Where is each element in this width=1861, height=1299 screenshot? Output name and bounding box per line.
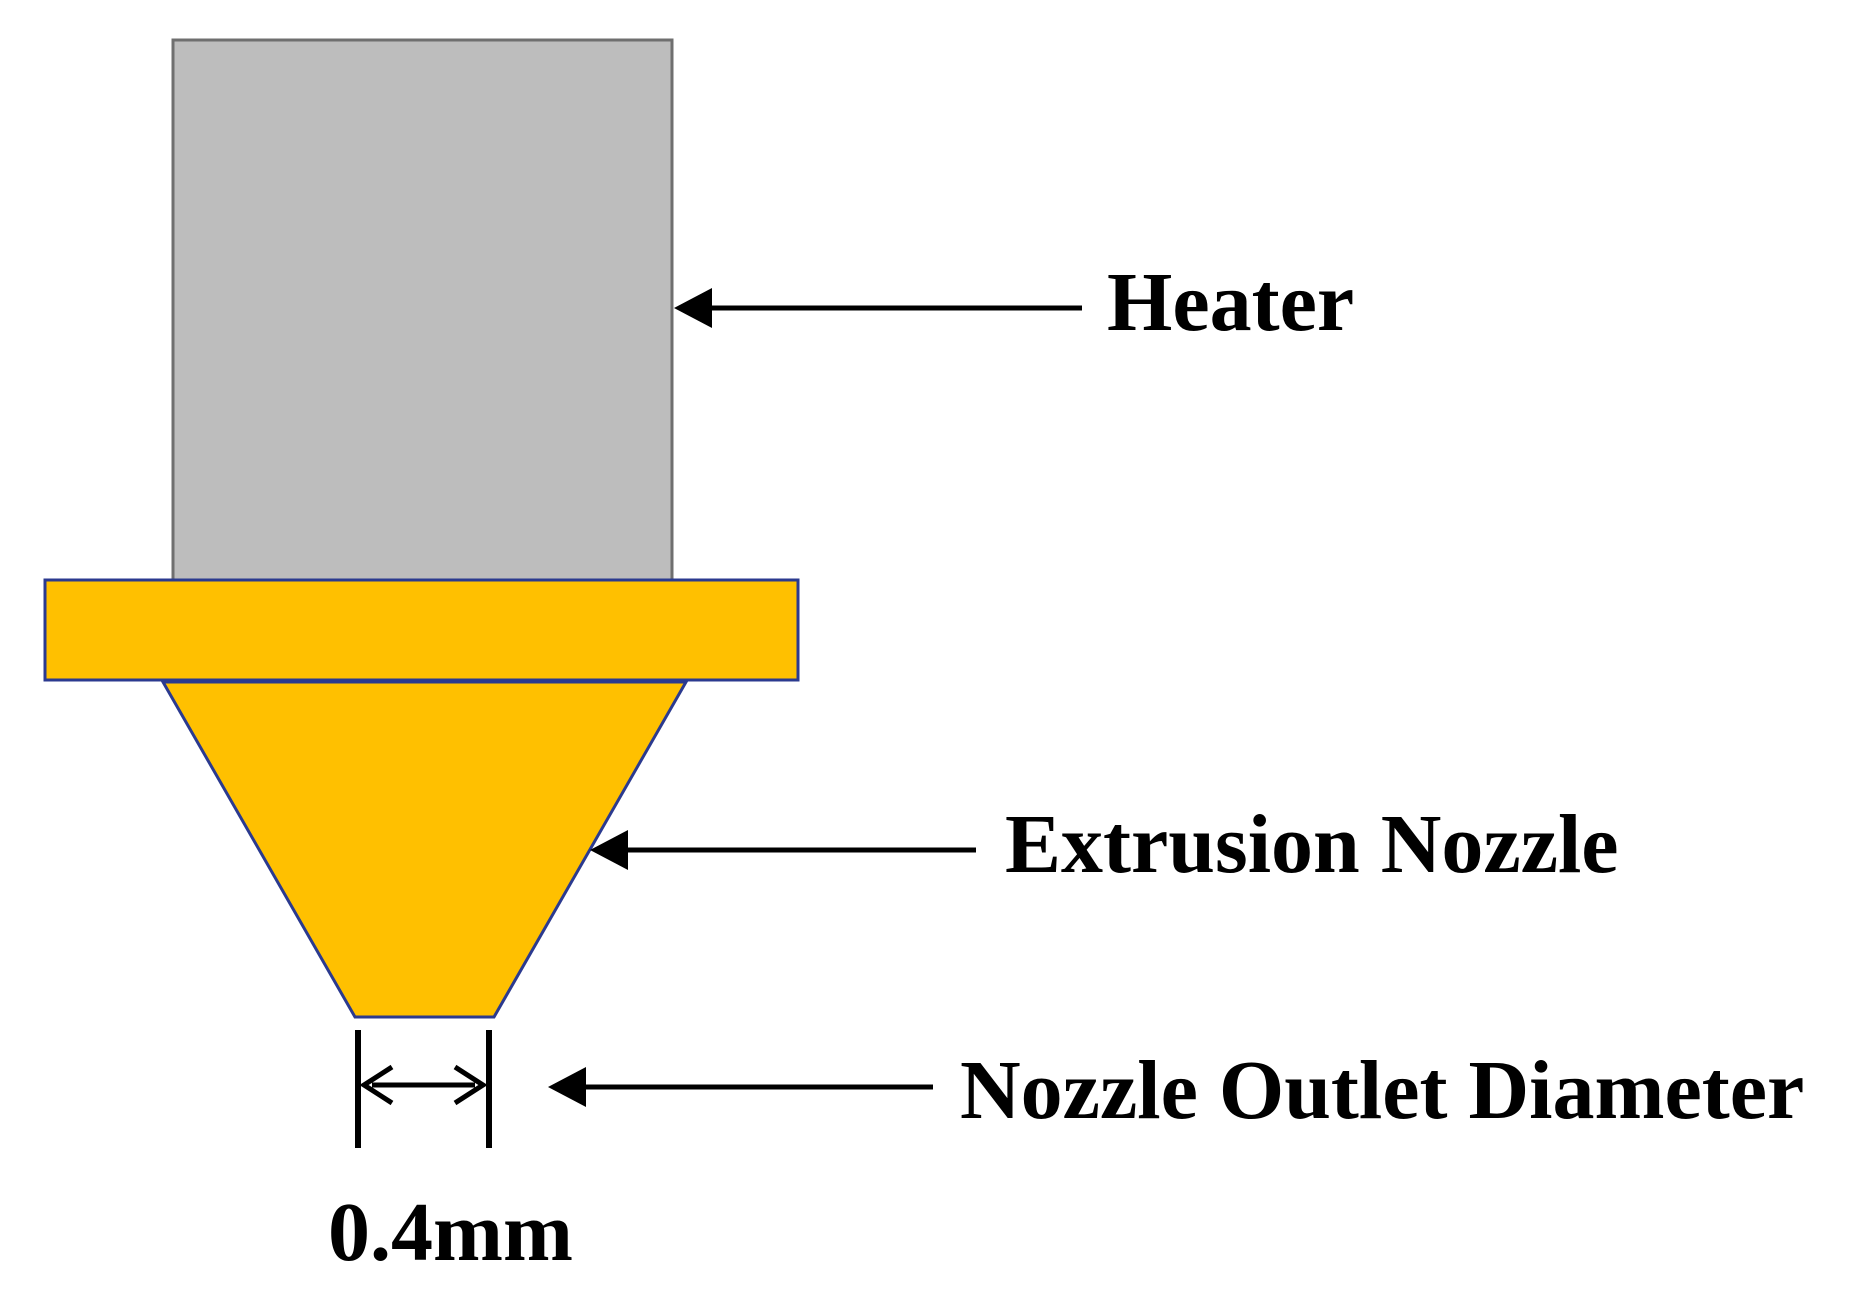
heater-arrowhead — [674, 288, 712, 328]
dimension-right-arrowhead — [453, 1064, 488, 1106]
heater-block — [171, 38, 674, 583]
nozzle-flange — [43, 578, 800, 682]
extrusion-nozzle-label: Extrusion Nozzle — [1005, 798, 1619, 891]
extrusion-nozzle-arrowhead — [590, 830, 628, 870]
dimension-value: 0.4mm — [328, 1186, 573, 1279]
outlet-diameter-label: Nozzle Outlet Diameter — [960, 1044, 1804, 1137]
dimension-left-arrowhead — [359, 1064, 394, 1106]
outlet-diameter-arrowhead — [548, 1067, 586, 1107]
heater-label: Heater — [1107, 256, 1354, 349]
nozzle-cone — [160, 680, 689, 1019]
